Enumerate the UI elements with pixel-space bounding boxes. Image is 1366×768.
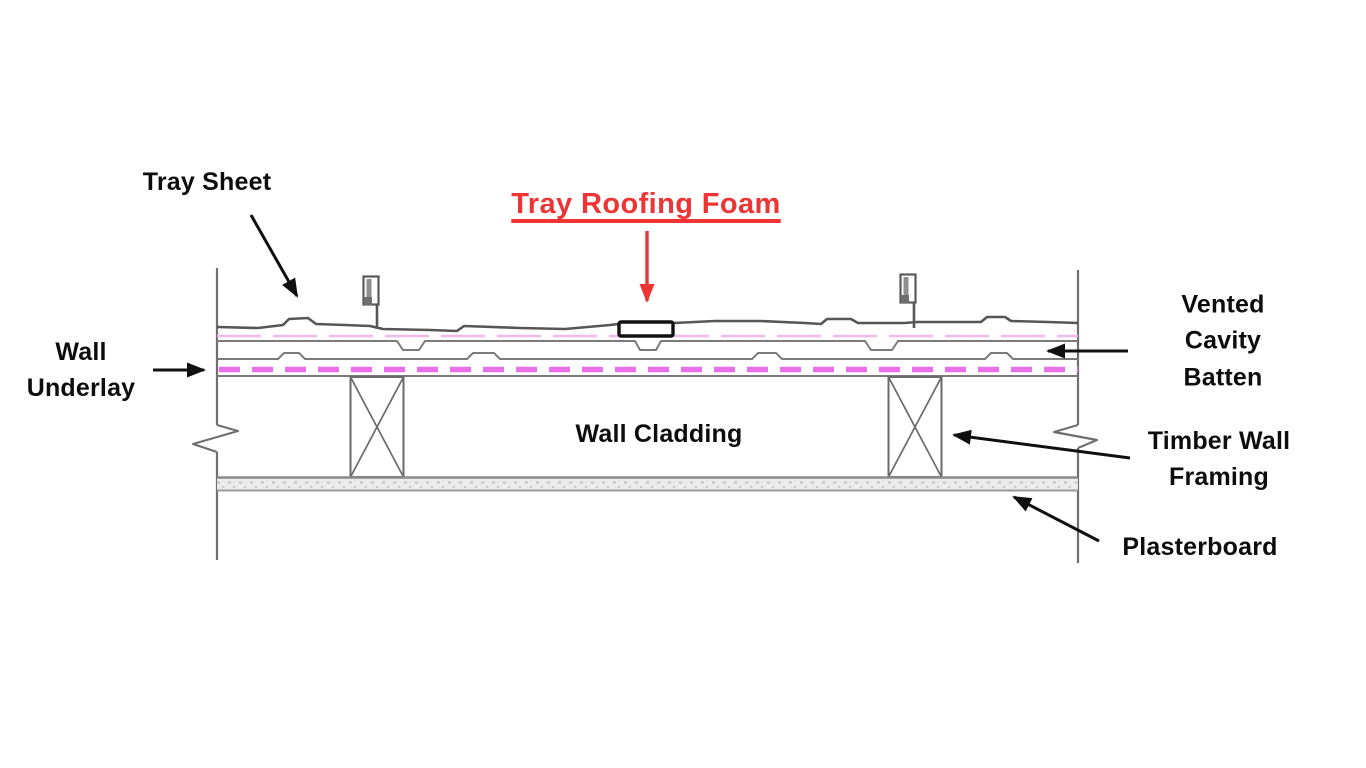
wall-underlay-label: Wall Underlay — [26, 337, 136, 402]
cavity-batten-upper-line — [217, 340, 1078, 351]
plasterboard-arrow — [1012, 495, 1100, 543]
timber-wall-framing-arrow — [952, 429, 1131, 460]
tray-roofing-foam-label: Tray Roofing Foam — [511, 187, 781, 220]
stud-right-cross-2 — [887, 376, 943, 478]
timber-wall-framing-label: Timber Wall Framing — [1147, 426, 1291, 491]
seam-clip-right-detail — [903, 277, 909, 298]
plasterboard-band — [217, 478, 1078, 490]
wall-cladding-label: Wall Cladding — [575, 419, 743, 448]
plasterboard-label: Plasterboard — [1122, 532, 1278, 561]
tray-sheet-label: Tray Sheet — [142, 167, 272, 196]
seam-clip-left-foot — [364, 297, 372, 305]
cavity-batten-lower-line — [217, 352, 1078, 360]
stud-left-cross-2 — [349, 376, 405, 478]
foam-block — [617, 320, 675, 338]
left-break-zigzag — [191, 423, 240, 454]
right-break-zigzag — [1052, 423, 1099, 450]
vented-cavity-batten-label: Vented Cavity Batten — [1181, 290, 1265, 392]
tray-sheet-arrow — [249, 214, 299, 298]
seam-clip-right-foot — [901, 295, 909, 303]
seam-clip-left-detail — [366, 279, 372, 300]
